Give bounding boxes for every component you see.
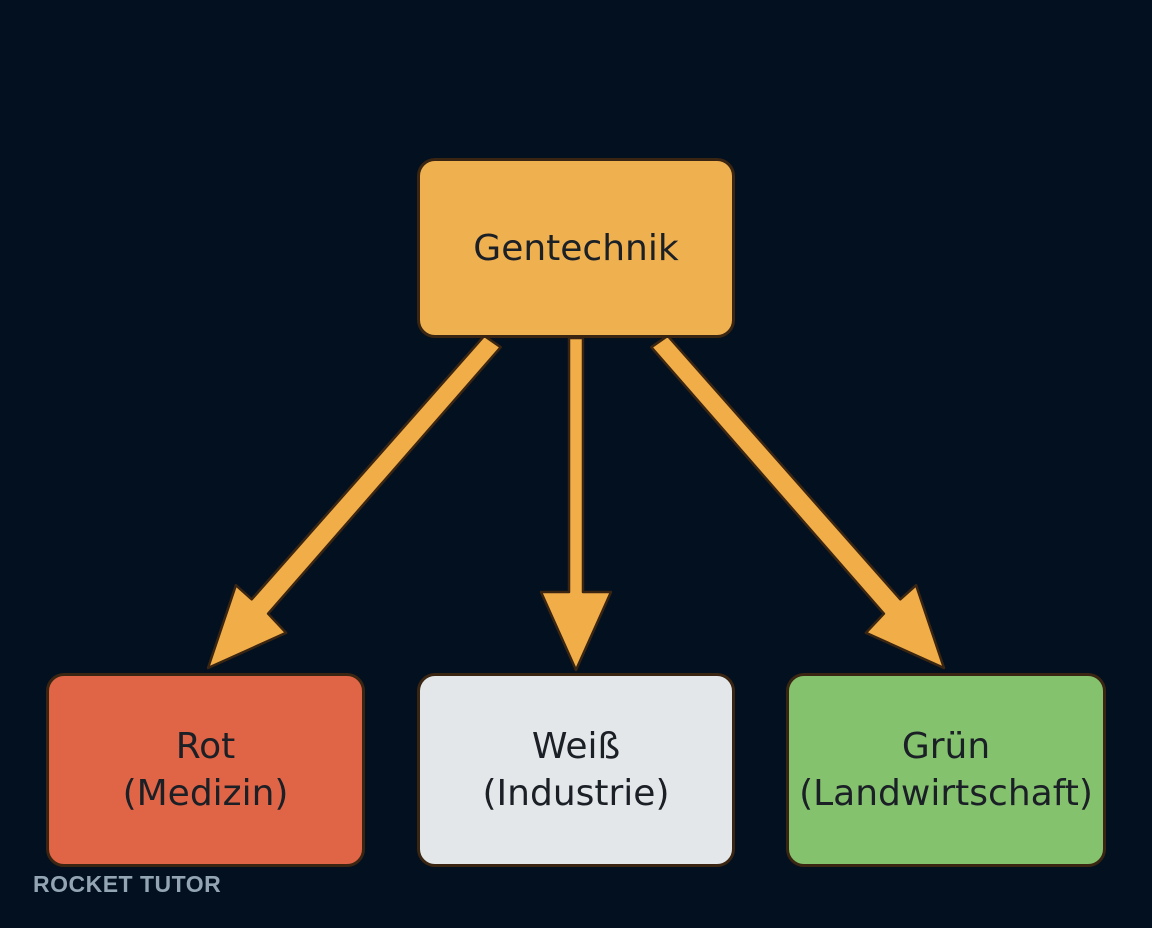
arrow-to-rot bbox=[206, 334, 502, 670]
node-rot-title: Rot bbox=[175, 726, 236, 767]
node-gentechnik-label: Gentechnik bbox=[473, 227, 679, 269]
node-weiss-title: Weiß bbox=[531, 726, 621, 767]
node-gruen: Grün (Landwirtschaft) bbox=[786, 673, 1106, 867]
watermark-logo: ROCKET TUTOR bbox=[33, 871, 222, 897]
node-rot: Rot (Medizin) bbox=[46, 673, 365, 867]
node-rot-subtitle: (Medizin) bbox=[122, 773, 289, 814]
node-gruen-subtitle: (Landwirtschaft) bbox=[799, 773, 1093, 814]
node-weiss: Weiß (Industrie) bbox=[417, 673, 735, 867]
arrow-to-gruen bbox=[650, 334, 946, 670]
node-gruen-title: Grün bbox=[901, 726, 991, 767]
node-gentechnik: Gentechnik bbox=[417, 158, 735, 338]
arrow-to-weiss bbox=[539, 336, 613, 672]
node-weiss-subtitle: (Industrie) bbox=[482, 773, 670, 814]
